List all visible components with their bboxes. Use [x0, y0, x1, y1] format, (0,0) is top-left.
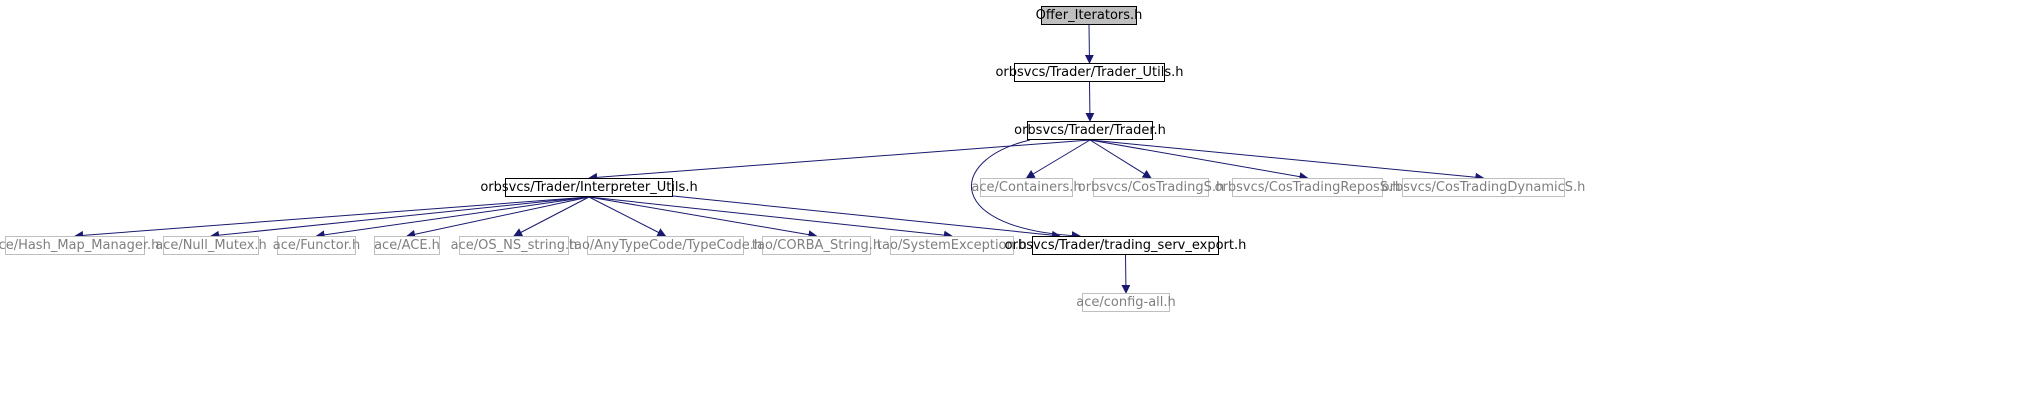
node-ace-ace-h: ace/ACE.h — [374, 236, 440, 255]
node-tao-system-exception-h: tao/SystemException.h — [876, 236, 1028, 255]
node-trading-serv-export-h[interactable]: orbsvcs/Trader/trading_serv_export.h — [1004, 236, 1247, 255]
edge-trader-to-cos-trading-repos-s — [1089, 139, 1309, 182]
edge-interpreter-utils-to-corba-string — [588, 196, 818, 240]
node-tao-typecode-h: tao/AnyTypeCode/TypeCode.h — [568, 236, 763, 255]
edge-trading-serv-export-to-config-all — [1121, 254, 1131, 294]
edge-interpreter-utils-to-ace — [406, 196, 590, 239]
node-offer-iterators-h: Offer_Iterators.h — [1035, 6, 1143, 25]
edge-interpreter-utils-to-trading-serv-export — [672, 195, 1061, 240]
edge-trader-utils-to-trader — [1085, 81, 1095, 122]
edge-interpreter-utils-to-functor — [315, 196, 590, 240]
edge-interpreter-utils-to-os-ns-string — [513, 196, 590, 237]
node-ace-null-mutex-h: ace/Null_Mutex.h — [155, 236, 267, 255]
node-tao-corba-string-h: tao/CORBA_String.h — [751, 236, 882, 255]
node-cos-trading-dynamic-s-h: orbsvcs/CosTradingDynamicS.h — [1381, 178, 1586, 197]
edge-trader-to-interpreter-utils — [588, 139, 1091, 182]
node-ace-functor-h: ace/Functor.h — [272, 236, 361, 255]
node-cos-trading-s-h: orbsvcs/CosTradingS.h — [1077, 178, 1225, 197]
edge-offer-iterators-to-trader-utils — [1084, 24, 1094, 64]
node-ace-hash-map-manager-h: ace/Hash_Map_Manager.h — [0, 236, 160, 255]
node-ace-containers-h: ace/Containers.h — [971, 178, 1082, 197]
edge-trader-to-containers — [1025, 139, 1091, 179]
edge-trader-to-cos-trading-s — [1089, 139, 1152, 179]
node-trader-utils-h[interactable]: orbsvcs/Trader/Trader_Utils.h — [995, 63, 1184, 82]
edge-trader-to-trading-serv-export — [970, 139, 1081, 241]
node-cos-trading-repos-s-h: orbsvcs/CosTradingReposS.h — [1214, 178, 1401, 197]
edge-interpreter-utils-to-hash-map-manager — [74, 196, 590, 240]
edges — [74, 24, 1485, 294]
node-ace-os-ns-string-h: ace/OS_NS_string.h — [450, 236, 578, 255]
node-trader-h[interactable]: orbsvcs/Trader/Trader.h — [1014, 121, 1166, 140]
edge-trader-to-cos-trading-dynamic-s — [1089, 139, 1485, 182]
edge-interpreter-utils-to-typecode — [588, 196, 667, 237]
node-ace-config-all-h: ace/config-all.h — [1076, 293, 1176, 312]
node-interpreter-utils-h[interactable]: orbsvcs/Trader/Interpreter_Utils.h — [480, 178, 698, 197]
edge-interpreter-utils-to-null-mutex — [210, 196, 590, 240]
edge-interpreter-utils-to-system-exception — [588, 196, 953, 240]
